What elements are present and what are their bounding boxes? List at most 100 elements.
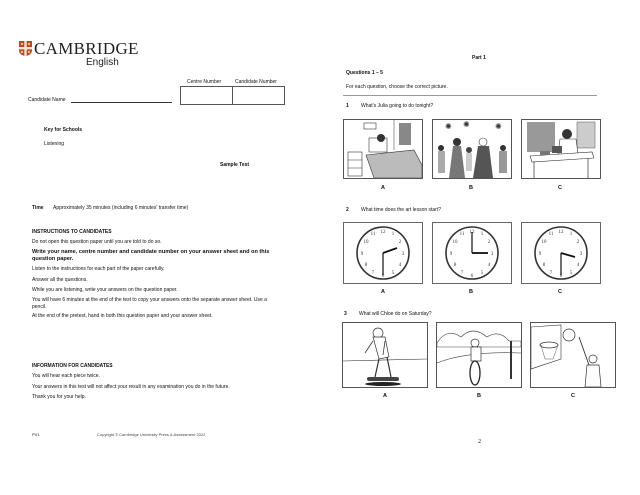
information-item: Thank you for your help. [32, 394, 86, 400]
party-illustration: ✺ ✺ ✺ [438, 120, 507, 178]
svg-text:9: 9 [450, 252, 453, 257]
option-label: A [381, 289, 385, 295]
question-text: What will Chloe do on Saturday? [359, 311, 432, 317]
option-label: A [381, 185, 385, 191]
svg-text:8: 8 [365, 263, 368, 268]
instruction-item: You will have 6 minutes at the end of th… [32, 297, 267, 310]
svg-text:2: 2 [488, 240, 491, 245]
svg-text:1: 1 [392, 232, 395, 237]
picture-option[interactable] [530, 322, 616, 388]
candidate-number-box[interactable] [232, 86, 285, 105]
page-number: 2 [478, 439, 481, 445]
svg-text:11: 11 [460, 232, 465, 237]
svg-text:✺: ✺ [495, 122, 502, 131]
svg-text:2: 2 [399, 240, 402, 245]
option-label: B [469, 185, 473, 191]
svg-text:5: 5 [392, 271, 395, 276]
candidate-name-line[interactable] [71, 102, 172, 103]
svg-text:8: 8 [543, 263, 546, 268]
svg-text:7: 7 [461, 271, 464, 276]
svg-text:3: 3 [402, 252, 405, 257]
svg-text:9: 9 [539, 252, 542, 257]
divider [343, 95, 597, 96]
svg-text:12: 12 [381, 230, 387, 235]
questions-range: Questions 1 – 5 [346, 70, 383, 76]
question-text: What time does the art lesson start? [361, 207, 442, 213]
candidate-name-label: Candidate Name [28, 97, 66, 103]
centre-number-label: Centre Number [187, 79, 222, 85]
svg-text:3: 3 [580, 252, 583, 257]
instruction-item: Do not open this question paper until yo… [32, 239, 162, 245]
picture-option[interactable] [342, 322, 428, 388]
studying-illustration [527, 121, 596, 178]
option-label: C [571, 393, 575, 399]
exam-title: Key for Schools [44, 127, 83, 133]
svg-text:✺: ✺ [463, 120, 470, 129]
svg-text:6: 6 [560, 274, 563, 279]
picture-option[interactable] [343, 119, 423, 179]
cycling-illustration [437, 330, 521, 386]
svg-text:7: 7 [550, 271, 553, 276]
option-label: C [558, 185, 562, 191]
information-heading: INFORMATION FOR CANDIDATES [32, 363, 113, 369]
sample-test: Sample Test [220, 162, 250, 168]
information-item: Your answers in this test will not affec… [32, 384, 230, 390]
basketball-illustration [531, 324, 602, 387]
picture-option[interactable] [436, 322, 522, 388]
svg-text:5: 5 [481, 271, 484, 276]
shield-icon [19, 41, 32, 56]
brand-sub: English [86, 57, 119, 68]
option-label: B [477, 393, 481, 399]
instruction-item: While you are listening, write your answ… [32, 287, 178, 293]
svg-text:11: 11 [371, 232, 376, 237]
instructions-heading: INSTRUCTIONS TO CANDIDATES [32, 229, 112, 235]
picture-option[interactable]: ✺ ✺ ✺ [432, 119, 512, 179]
copyright: Copyright © Cambridge University Press &… [97, 432, 206, 437]
option-label: B [469, 289, 473, 295]
svg-text:6: 6 [471, 274, 474, 279]
part-title: Part 1 [472, 55, 486, 61]
svg-text:11: 11 [549, 232, 554, 237]
skateboarding-illustration [343, 327, 427, 386]
svg-text:4: 4 [399, 263, 402, 268]
question-text: What's Julia going to do tonight? [361, 103, 434, 109]
footer-code: PV1 [32, 432, 40, 437]
brand-name: CAMBRIDGE [34, 39, 139, 58]
svg-text:5: 5 [570, 271, 573, 276]
svg-text:1: 1 [481, 232, 484, 237]
instruction-item: Write your name, centre number and candi… [32, 249, 270, 262]
svg-text:4: 4 [488, 263, 491, 268]
instruction-item: Listen to the instructions for each part… [32, 266, 165, 272]
svg-text:2: 2 [577, 240, 580, 245]
part-instruction: For each question, choose the correct pi… [346, 84, 448, 90]
question-number: 3 [344, 311, 347, 317]
svg-text:10: 10 [453, 240, 459, 245]
svg-text:4: 4 [577, 263, 580, 268]
instruction-item: Answer all the questions. [32, 277, 88, 283]
paper-name: Listening [44, 141, 65, 147]
picture-option[interactable] [521, 119, 601, 179]
svg-text:9: 9 [361, 252, 364, 257]
svg-text:12: 12 [559, 230, 565, 235]
candidate-number-label: Candidate Number [235, 79, 277, 85]
svg-text:✺: ✺ [445, 122, 452, 131]
svg-text:3: 3 [491, 252, 494, 257]
centre-number-box[interactable] [180, 86, 233, 105]
svg-text:8: 8 [454, 263, 457, 268]
question-number: 1 [346, 103, 349, 109]
question-number: 2 [346, 207, 349, 213]
information-item: You will hear each piece twice. [32, 373, 100, 379]
svg-text:7: 7 [372, 271, 375, 276]
option-label: C [558, 289, 562, 295]
option-label: A [383, 393, 387, 399]
time-label: Time [32, 205, 44, 211]
instruction-item: At the end of the pretest, hand in both … [32, 313, 213, 319]
girl-in-bed-illustration [347, 120, 422, 178]
svg-text:10: 10 [542, 240, 548, 245]
